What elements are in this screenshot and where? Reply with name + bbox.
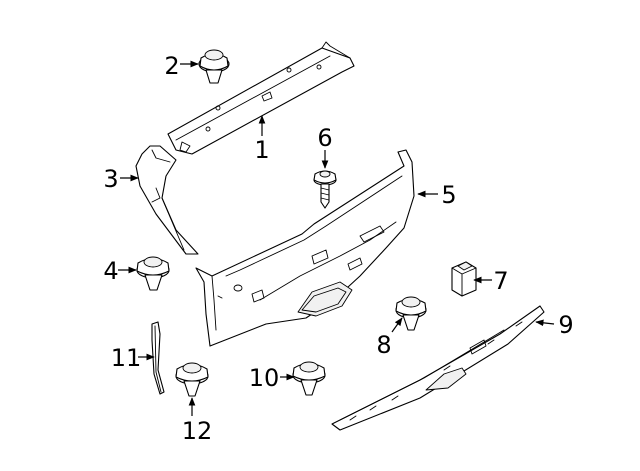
callout-3: 3 [103, 165, 118, 193]
part-4-push-clip [136, 256, 170, 291]
callout-7: 7 [493, 267, 508, 295]
part-9-lower-trim-strip [331, 305, 545, 431]
callout-11: 11 [111, 344, 142, 372]
part-11-seal-strip [151, 321, 165, 395]
part-5-tailgate-trim-panel [195, 149, 415, 347]
part-12-push-clip [175, 362, 209, 397]
callout-6: 6 [317, 124, 332, 152]
part-2-push-clip [198, 49, 230, 84]
part-3-side-trim [135, 145, 199, 255]
leader-8 [391, 317, 403, 333]
callout-10: 10 [249, 364, 280, 392]
leader-lines [118, 60, 555, 416]
part-7-bracket-clip [451, 261, 477, 297]
leader-9 [535, 319, 555, 327]
part-1-upper-trim-panel [167, 41, 355, 155]
callout-5: 5 [441, 181, 456, 209]
callout-8: 8 [376, 331, 391, 359]
part-8-push-clip [395, 296, 427, 331]
part-10-push-clip [292, 361, 326, 396]
callout-2: 2 [164, 52, 179, 80]
callout-9: 9 [558, 311, 573, 339]
callout-labels: 1 2 3 4 5 6 7 8 9 10 11 12 [103, 52, 573, 445]
callout-1: 1 [254, 136, 269, 164]
callout-4: 4 [103, 257, 118, 285]
part-6-screw [313, 170, 337, 209]
callout-12: 12 [182, 417, 213, 445]
